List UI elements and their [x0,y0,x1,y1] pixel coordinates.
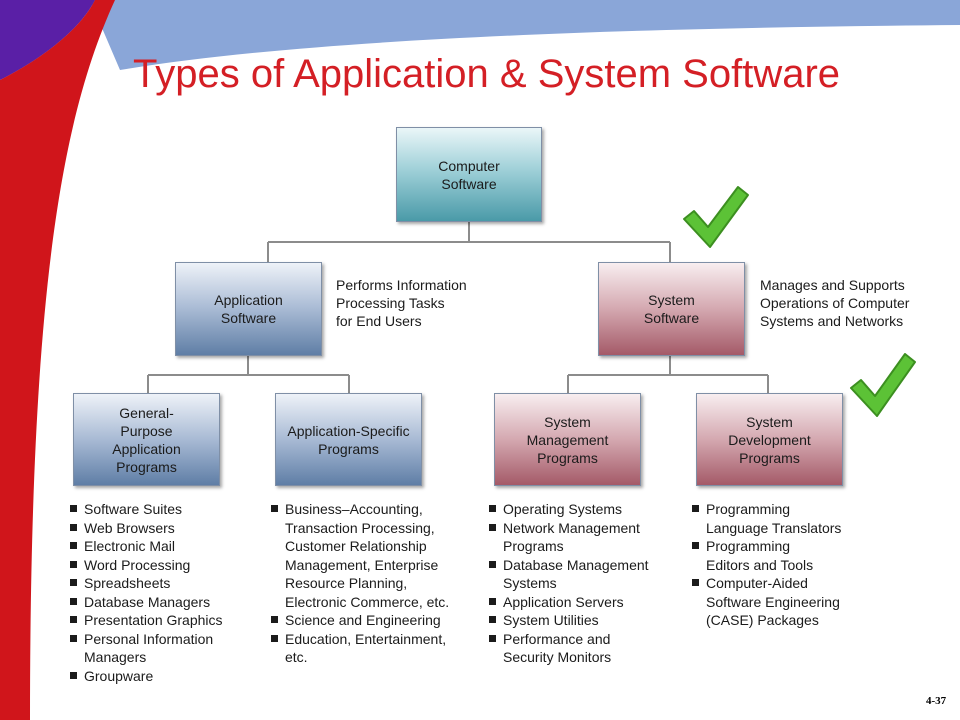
list-item: Spreadsheets [70,574,223,593]
list-item: Network Management Programs [489,519,649,556]
general-purpose-programs-label: General- Purpose Application Programs [112,404,181,475]
general-purpose-programs-box: General- Purpose Application Programs [73,393,220,486]
system-development-programs-box: System Development Programs [696,393,843,486]
list-item: Education, Entertainment, etc. [271,630,449,667]
purple-band [0,0,95,80]
red-band [0,0,115,720]
general-purpose-list: Software Suites Web Browsers Electronic … [70,500,223,685]
list-item: Database Management Systems [489,556,649,593]
application-specific-programs-box: Application-Specific Programs [275,393,422,486]
system-software-description: Manages and Supports Operations of Compu… [760,277,910,329]
list-item: Computer-Aided Software Engineering (CAS… [692,574,841,630]
application-software-description: Performs Information Processing Tasks fo… [336,277,467,329]
list-item: Business–Accounting, Transaction Process… [271,500,449,611]
list-item: Personal Information Managers [70,630,223,667]
list-item: System Utilities [489,611,649,630]
system-software-label: System Software [643,292,700,326]
list-item: Database Managers [70,593,223,612]
system-management-list: Operating Systems Network Management Pro… [489,500,649,667]
blue-band [0,0,960,70]
system-management-programs-box: System Management Programs [494,393,641,486]
slide-title: Types of Application & System Software [133,52,841,96]
application-specific-list: Business–Accounting, Transaction Process… [271,500,449,667]
list-item: Performance and Security Monitors [489,630,649,667]
page-number: 4-37 [926,695,947,707]
list-item: Software Suites [70,500,223,519]
list-item: Presentation Graphics [70,611,223,630]
list-item: Application Servers [489,593,649,612]
application-software-box: Application Software [175,262,322,356]
application-software-label: Application Software [214,292,283,326]
checkmark-icon [850,353,916,417]
list-item: Science and Engineering [271,611,449,630]
application-specific-programs-label: Application-Specific Programs [287,422,410,457]
computer-software-label: Computer Software [438,157,500,192]
list-item: Electronic Mail [70,537,223,556]
list-item: Programming Language Translators [692,500,841,537]
system-management-programs-label: System Management Programs [526,413,609,466]
computer-software-box: Computer Software [396,127,542,222]
list-item: Web Browsers [70,519,223,538]
checkmark-icon [683,186,749,248]
list-item: Word Processing [70,556,223,575]
list-item: Groupware [70,667,223,686]
list-item: Programming Editors and Tools [692,537,841,574]
list-item: Operating Systems [489,500,649,519]
system-development-list: Programming Language Translators Program… [692,500,841,630]
system-development-programs-label: System Development Programs [728,413,811,466]
system-software-box: System Software [598,262,745,356]
